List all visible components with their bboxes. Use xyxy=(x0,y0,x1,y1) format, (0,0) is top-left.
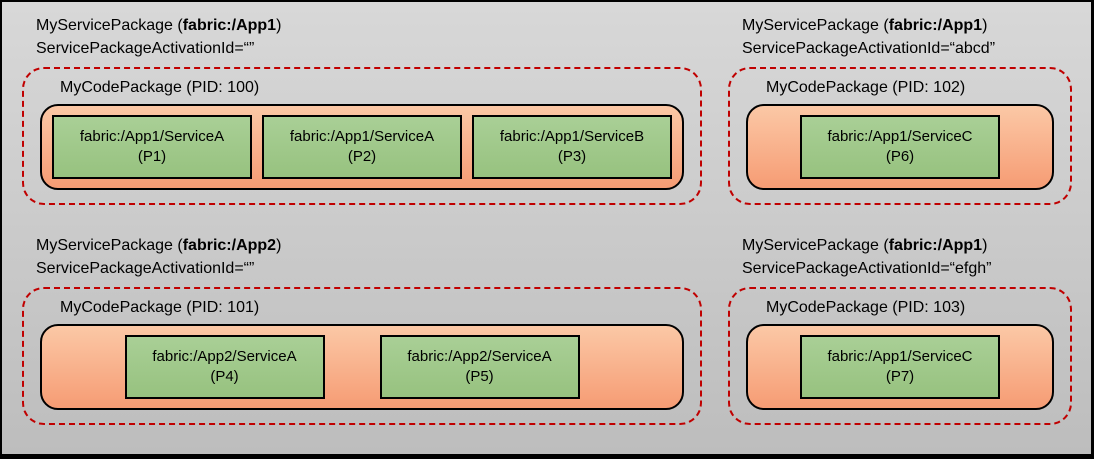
service-replica-box: fabric:/App1/ServiceC (P7) xyxy=(800,335,1000,399)
service-package-boundary: MyCodePackage (PID: 103) fabric:/App1/Se… xyxy=(728,287,1072,425)
activation-id-label: ServicePackageActivationId=“” xyxy=(36,40,255,57)
app-name: fabric:/App1 xyxy=(888,17,983,34)
service-package-app1-abcd: MyServicePackage (fabric:/App1) ServiceP… xyxy=(728,14,1072,205)
service-package-app1-default: MyServicePackage (fabric:/App1) ServiceP… xyxy=(22,14,702,205)
code-package-process-box: fabric:/App1/ServiceC (P7) xyxy=(746,324,1054,410)
service-package-boundary: MyCodePackage (PID: 102) fabric:/App1/Se… xyxy=(728,67,1072,205)
service-uri: fabric:/App2/ServiceA xyxy=(407,348,552,365)
service-uri: fabric:/App1/ServiceA xyxy=(79,128,225,145)
service-uri: fabric:/App2/ServiceA xyxy=(152,348,297,365)
service-package-title: MyServicePackage (fabric:/App1) xyxy=(36,14,702,37)
replica-id: (P2) xyxy=(347,148,377,165)
service-package-app2-default: MyServicePackage (fabric:/App2) ServiceP… xyxy=(22,234,702,425)
replica-id: (P5) xyxy=(465,368,494,385)
code-package-process-box: fabric:/App2/ServiceA (P4) fabric:/App2/… xyxy=(40,324,684,410)
service-package-app1-efgh: MyServicePackage (fabric:/App1) ServiceP… xyxy=(728,234,1072,425)
title-suffix: ) xyxy=(982,237,988,254)
title-prefix: MyServicePackage ( xyxy=(36,237,183,254)
title-suffix: ) xyxy=(276,237,282,254)
code-package-label: MyCodePackage (PID: 101) xyxy=(60,299,260,316)
code-package-process-box: fabric:/App1/ServiceA (P1) fabric:/App1/… xyxy=(40,104,684,190)
service-package-boundary: MyCodePackage (PID: 100) fabric:/App1/Se… xyxy=(22,67,702,205)
service-replica-box: fabric:/App2/ServiceA (P4) xyxy=(124,335,325,399)
replica-id: (P4) xyxy=(210,368,239,385)
service-replica-box: fabric:/App1/ServiceA (P1) xyxy=(52,115,252,179)
code-package-label: MyCodePackage (PID: 102) xyxy=(766,79,966,96)
code-package-label: MyCodePackage (PID: 103) xyxy=(766,299,966,316)
app-name: fabric:/App1 xyxy=(888,237,983,254)
service-uri: fabric:/App1/ServiceC xyxy=(827,348,973,365)
service-replica-box: fabric:/App1/ServiceB (P3) xyxy=(472,115,672,179)
title-prefix: MyServicePackage ( xyxy=(742,237,889,254)
activation-id-label: ServicePackageActivationId=“” xyxy=(36,260,255,277)
service-replica-box: fabric:/App2/ServiceA (P5) xyxy=(379,335,580,399)
title-prefix: MyServicePackage ( xyxy=(36,17,183,34)
service-replica-box: fabric:/App1/ServiceC (P6) xyxy=(800,115,1000,179)
app-name: fabric:/App1 xyxy=(182,17,277,34)
service-replica-box: fabric:/App1/ServiceA (P2) xyxy=(262,115,462,179)
title-prefix: MyServicePackage ( xyxy=(742,17,889,34)
replica-id: (P1) xyxy=(137,148,167,165)
replica-id: (P6) xyxy=(885,148,915,165)
service-package-boundary: MyCodePackage (PID: 101) fabric:/App2/Se… xyxy=(22,287,702,425)
replica-id: (P3) xyxy=(557,148,587,165)
title-suffix: ) xyxy=(276,17,282,34)
service-package-title: MyServicePackage (fabric:/App1) xyxy=(742,234,1072,257)
service-package-title: MyServicePackage (fabric:/App2) xyxy=(36,234,702,257)
service-uri: fabric:/App1/ServiceC xyxy=(827,128,973,145)
code-package-label: MyCodePackage (PID: 100) xyxy=(60,79,260,96)
activation-id-label: ServicePackageActivationId=“abcd” xyxy=(742,40,996,57)
app-name: fabric:/App2 xyxy=(182,237,277,254)
replica-id: (P7) xyxy=(885,368,915,385)
code-package-process-box: fabric:/App1/ServiceC (P6) xyxy=(746,104,1054,190)
service-uri: fabric:/App1/ServiceB xyxy=(499,128,645,145)
activation-id-label: ServicePackageActivationId=“efgh” xyxy=(742,260,992,277)
title-suffix: ) xyxy=(982,17,988,34)
service-package-title: MyServicePackage (fabric:/App1) xyxy=(742,14,1072,37)
service-uri: fabric:/App1/ServiceA xyxy=(289,128,435,145)
